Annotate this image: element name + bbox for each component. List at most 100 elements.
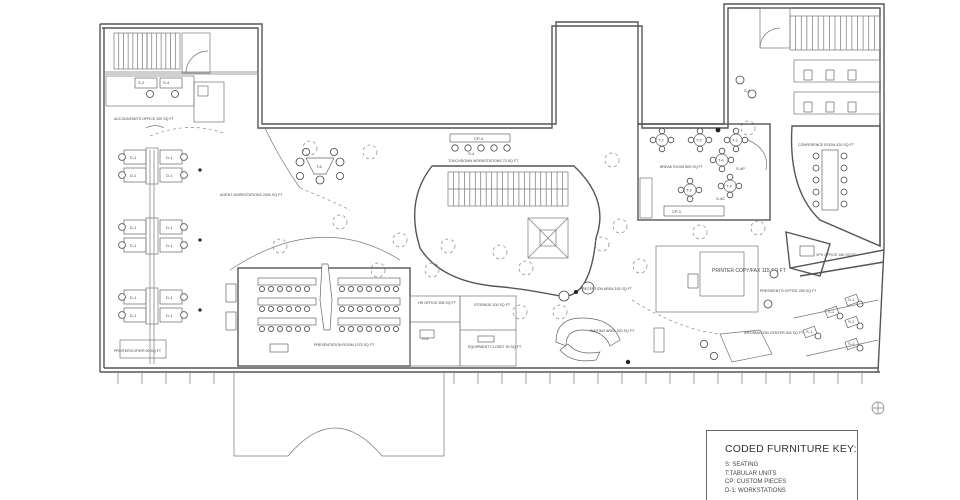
ceiling-light xyxy=(594,236,610,252)
workstation-chair xyxy=(118,171,126,179)
presentation-chair xyxy=(338,305,345,312)
code-d1: D-1 xyxy=(130,295,137,300)
presentation-chair xyxy=(392,325,399,332)
conference-chair xyxy=(812,200,820,208)
ceiling-light xyxy=(632,258,648,274)
break-chair xyxy=(696,145,704,153)
code-s4: S-4 xyxy=(163,80,170,85)
break-chair xyxy=(686,177,694,185)
label-touchdown: TOUCHDOWN WORKSTATIONS 70 SQ FT xyxy=(448,159,519,163)
toilet xyxy=(847,69,857,81)
presentation-chair xyxy=(303,325,310,332)
agent-workstations: D-1D-1D-1D-1D-1D-1D-1D-1D-1D-1D-1D-1 xyxy=(118,147,202,325)
workstation-chair xyxy=(118,293,126,301)
toilet xyxy=(825,69,835,81)
stair-top-left xyxy=(103,32,259,75)
hr-storage-block: HR OFFICE 208 SQ FT D-4 STORAGE 100 SQ F… xyxy=(409,295,522,367)
code-break-table: T-2 xyxy=(726,184,733,189)
code-s4-touchdown: S-4 xyxy=(468,151,475,156)
conference-chair xyxy=(840,164,848,172)
workstation-divider xyxy=(145,217,159,255)
code-break-table: T-2 xyxy=(658,138,665,143)
ceiling-light xyxy=(370,262,386,278)
legend-item-custom: CP: CUSTOM PIECES xyxy=(725,479,787,486)
presentation-chair xyxy=(356,325,363,332)
toilet xyxy=(847,101,857,113)
window-ticks xyxy=(117,372,863,384)
legend-item-tabular: T:TABULAR UNITS xyxy=(725,470,777,477)
ceiling-light xyxy=(740,120,756,136)
ceiling-light xyxy=(302,140,318,156)
ceiling-light xyxy=(552,304,568,320)
code-d1: D-1 xyxy=(130,225,137,230)
ceiling-light xyxy=(612,218,628,234)
presentation-chair xyxy=(294,305,301,312)
presentation-chair xyxy=(383,285,390,292)
presentation-chair xyxy=(303,305,310,312)
label-information-center: INFORMATION CENTER 304 SQ FT xyxy=(744,331,804,335)
ceiling-light xyxy=(332,214,348,230)
presentation-table xyxy=(257,277,317,286)
workstation-chair xyxy=(180,171,188,179)
legend-item-seating: S: SEATING xyxy=(725,462,759,468)
presentation-chair xyxy=(258,305,265,312)
conference-chair xyxy=(812,188,820,196)
presentation-table xyxy=(257,317,317,326)
conference-chair xyxy=(840,152,848,160)
label-presentation-room: PRESENTATION ROOM 1075 SQ FT xyxy=(314,343,375,347)
code-break-table: T-2 xyxy=(686,188,693,193)
label-printer-copier: PRINTER/COPIER 90 SQ FT xyxy=(114,349,162,353)
break-chair xyxy=(741,136,749,144)
code-d1: D-1 xyxy=(166,225,173,230)
presentation-chair xyxy=(347,285,354,292)
office-wall xyxy=(793,299,879,319)
presentation-chair xyxy=(383,325,390,332)
label-printer-copy-fax: PRINTER COPY/FAX 115 SQ FT xyxy=(712,268,786,274)
workstation-chair xyxy=(180,311,188,319)
code-break-table: T-2 xyxy=(696,138,703,143)
angled-chair xyxy=(856,322,864,330)
presentation-table xyxy=(337,297,401,306)
label-equipment-closet: EQUIPMENT CLOSET 90 SQ FT xyxy=(468,345,522,349)
conference-chair xyxy=(840,188,848,196)
presentation-chair xyxy=(338,325,345,332)
accountants-office: S-2 S-4 ACCOUNTANTS OFFICE 200 SQ FT xyxy=(105,75,227,137)
workstation-chair xyxy=(180,223,188,231)
break-chair xyxy=(718,165,726,173)
column xyxy=(198,238,202,242)
conference-chair xyxy=(840,200,848,208)
code-d4: D-4 xyxy=(422,336,429,341)
code-break-table: T-4 xyxy=(718,158,725,163)
ceiling-light xyxy=(272,238,288,254)
toilet xyxy=(825,101,835,113)
angled-chair xyxy=(814,332,822,340)
code-d1: D-1 xyxy=(166,243,173,248)
code-s1: S-1 xyxy=(806,329,813,334)
angled-chair xyxy=(836,312,844,320)
break-chair xyxy=(687,136,695,144)
code-s1: S-1 xyxy=(828,309,835,314)
ceiling-light xyxy=(362,144,378,160)
ceiling-light xyxy=(604,152,620,168)
presentation-chair xyxy=(258,285,265,292)
break-chair xyxy=(658,145,666,153)
presentation-chair xyxy=(347,305,354,312)
code-s2: S-2 xyxy=(138,80,145,85)
ceiling-lights xyxy=(272,120,766,320)
presentation-chair xyxy=(374,285,381,292)
presentation-chair xyxy=(267,325,274,332)
conference-chair xyxy=(812,176,820,184)
workstation-chair xyxy=(118,241,126,249)
ceiling-light xyxy=(512,304,528,320)
workstation-chair xyxy=(180,153,188,161)
code-t5: T-5 xyxy=(316,164,323,169)
code-d1: D-1 xyxy=(166,155,173,160)
presentation-chair xyxy=(356,285,363,292)
presentation-chair xyxy=(392,305,399,312)
central-island xyxy=(414,165,601,302)
code-s1: S-1 xyxy=(848,319,855,324)
code-d1: D-1 xyxy=(166,313,173,318)
presentation-chair xyxy=(285,325,292,332)
presentation-chair xyxy=(383,305,390,312)
